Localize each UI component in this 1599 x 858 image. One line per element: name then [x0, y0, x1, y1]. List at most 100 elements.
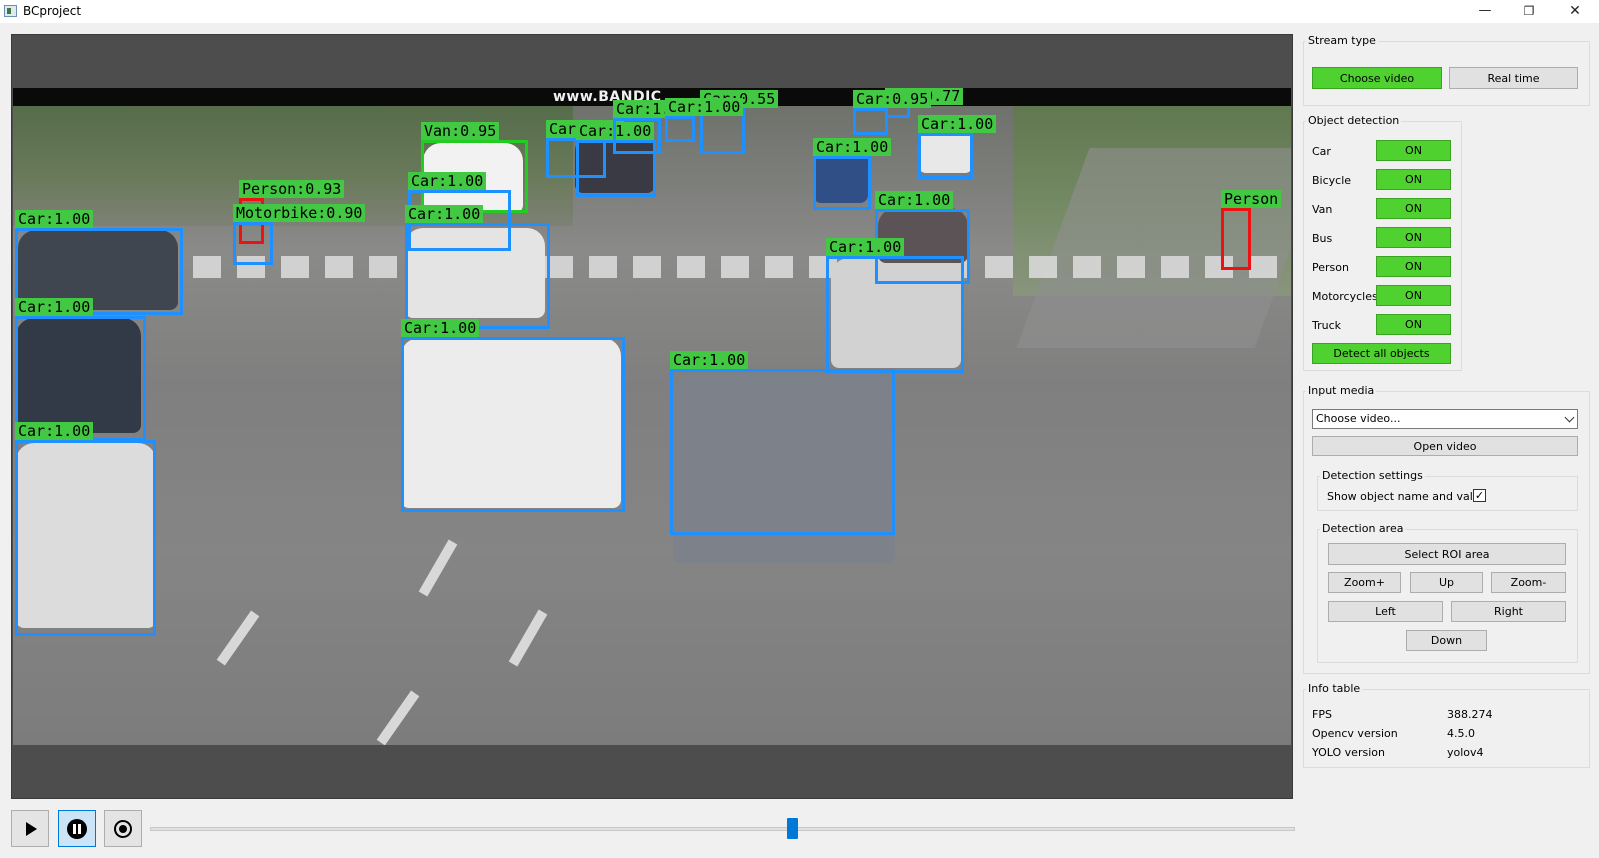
- zoom-out-button[interactable]: Zoom-: [1491, 572, 1566, 593]
- app-icon: [4, 5, 17, 17]
- detection-label: Car:1.00: [408, 172, 487, 190]
- detection-box: Car:1.00: [918, 115, 997, 179]
- pause-icon: [67, 818, 87, 839]
- input-media-group: [1303, 391, 1590, 674]
- class-label-van: Van: [1312, 203, 1333, 216]
- toggle-motorcycles-button[interactable]: ON: [1376, 285, 1451, 306]
- toggle-truck-button[interactable]: ON: [1376, 314, 1451, 335]
- detection-box: Car:1.00: [670, 351, 895, 535]
- detection-box: Person: [1221, 190, 1282, 270]
- detection-settings-group: [1317, 476, 1578, 511]
- detection-label: Person:0.93: [239, 180, 345, 198]
- minimize-button[interactable]: —: [1478, 3, 1492, 18]
- record-button[interactable]: [104, 810, 142, 847]
- toggle-bicycle-button[interactable]: ON: [1376, 169, 1451, 190]
- info-value-opencv: 4.5.0: [1447, 727, 1475, 740]
- detection-area-group: [1317, 529, 1578, 663]
- zoom-in-button[interactable]: Zoom+: [1328, 572, 1401, 593]
- show-name-value-checkbox[interactable]: ✓: [1473, 489, 1486, 502]
- info-value-yolo: yolov4: [1447, 746, 1484, 759]
- detection-box: Car:1.00: [613, 100, 692, 154]
- detection-box: Car:0.95: [853, 90, 932, 135]
- real-time-button[interactable]: Real time: [1449, 67, 1578, 89]
- input-media-title: Input media: [1306, 384, 1377, 397]
- stream-type-title: Stream type: [1306, 34, 1378, 47]
- close-button[interactable]: ✕: [1569, 3, 1581, 19]
- scene-lane-marking: [376, 690, 420, 745]
- toggle-van-button[interactable]: ON: [1376, 198, 1451, 219]
- toggle-bus-button[interactable]: ON: [1376, 227, 1451, 248]
- play-button[interactable]: [11, 810, 49, 847]
- up-button[interactable]: Up: [1410, 572, 1483, 593]
- video-select-value: Choose video...: [1316, 412, 1401, 425]
- detection-label: Car:1.00: [401, 319, 480, 337]
- detection-box: Car:1.00: [15, 210, 183, 315]
- info-table-title: Info table: [1306, 682, 1363, 695]
- detection-label: Motorbike:0.90: [233, 204, 366, 222]
- object-detection-title: Object detection: [1306, 114, 1402, 127]
- detection-label: Car:1.00: [405, 205, 484, 223]
- class-label-bicycle: Bicycle: [1312, 174, 1352, 187]
- scene-car: [831, 258, 961, 368]
- open-video-button[interactable]: Open video: [1312, 436, 1578, 456]
- video-frame-image[interactable]: www.BANDIC Car:1.00 Car:1.00 Car:1.00 Pe…: [13, 88, 1291, 745]
- scene-car: [405, 228, 545, 318]
- show-name-value-label: Show object name and value: [1327, 490, 1487, 503]
- down-button[interactable]: Down: [1406, 630, 1487, 651]
- class-label-bus: Bus: [1312, 232, 1333, 245]
- detection-label: Van:0.95: [421, 122, 500, 140]
- scene-crosswalk: [193, 256, 1291, 278]
- seek-slider-track[interactable]: [150, 827, 1295, 831]
- class-label-motorcycles: Motorcycles: [1312, 290, 1378, 303]
- detection-label: Car:1.00: [826, 238, 905, 256]
- detection-area-title: Detection area: [1320, 522, 1406, 535]
- info-key-yolo: YOLO version: [1312, 746, 1385, 759]
- class-label-car: Car: [1312, 145, 1331, 158]
- toggle-car-button[interactable]: ON: [1376, 140, 1451, 161]
- chevron-down-icon: [1564, 412, 1575, 423]
- toggle-person-button[interactable]: ON: [1376, 256, 1451, 277]
- detection-settings-title: Detection settings: [1320, 469, 1425, 482]
- maximize-button[interactable]: ❐: [1523, 4, 1535, 18]
- detection-box: Car:1.00: [401, 319, 625, 512]
- pause-button[interactable]: [58, 810, 96, 847]
- detection-label: Car:1.00: [665, 98, 744, 116]
- select-roi-button[interactable]: Select ROI area: [1328, 543, 1566, 565]
- detection-label: Car:1.00: [15, 210, 94, 228]
- choose-video-button[interactable]: Choose video: [1312, 67, 1442, 89]
- detect-all-objects-button[interactable]: Detect all objects: [1312, 343, 1451, 364]
- scene-lane-marking: [216, 610, 260, 666]
- detection-label: Car:1.00: [670, 351, 749, 369]
- window-title: BCproject: [23, 4, 82, 18]
- detection-label: Car:0.95: [853, 90, 932, 108]
- detection-box: Car:1.00: [408, 172, 511, 251]
- class-label-truck: Truck: [1312, 319, 1342, 332]
- scene-lane-marking: [508, 609, 548, 667]
- scene-car: [673, 373, 895, 563]
- detection-box: Car:1.00: [15, 422, 156, 636]
- class-label-person: Person: [1312, 261, 1349, 274]
- info-key-fps: FPS: [1312, 708, 1332, 721]
- info-value-fps: 388.274: [1447, 708, 1493, 721]
- seek-slider-handle[interactable]: [787, 818, 798, 839]
- scene-car: [18, 230, 178, 310]
- play-icon: [26, 821, 37, 836]
- detection-label: Car:1.00: [813, 138, 892, 156]
- scene-car: [16, 443, 156, 628]
- record-icon: [114, 819, 132, 838]
- detection-box: Car:1.00: [826, 238, 964, 373]
- scene-lane-marking: [418, 539, 458, 597]
- detection-label: Car:1.00: [918, 115, 997, 133]
- title-bar: BCproject — ❐ ✕: [0, 0, 1599, 23]
- detection-label: Person: [1221, 190, 1282, 208]
- detection-box: Person:0.93: [239, 180, 345, 244]
- video-display[interactable]: www.BANDIC Car:1.00 Car:1.00 Car:1.00 Pe…: [11, 34, 1293, 799]
- detection-label: Car:1.00: [15, 298, 94, 316]
- video-select-dropdown[interactable]: Choose video...: [1312, 409, 1578, 429]
- right-button[interactable]: Right: [1451, 601, 1566, 622]
- info-table-group: [1303, 689, 1590, 768]
- scene-car: [16, 318, 141, 433]
- detection-box: Motorbike:0.90: [233, 204, 366, 265]
- left-button[interactable]: Left: [1328, 601, 1443, 622]
- stream-type-group: [1303, 41, 1590, 106]
